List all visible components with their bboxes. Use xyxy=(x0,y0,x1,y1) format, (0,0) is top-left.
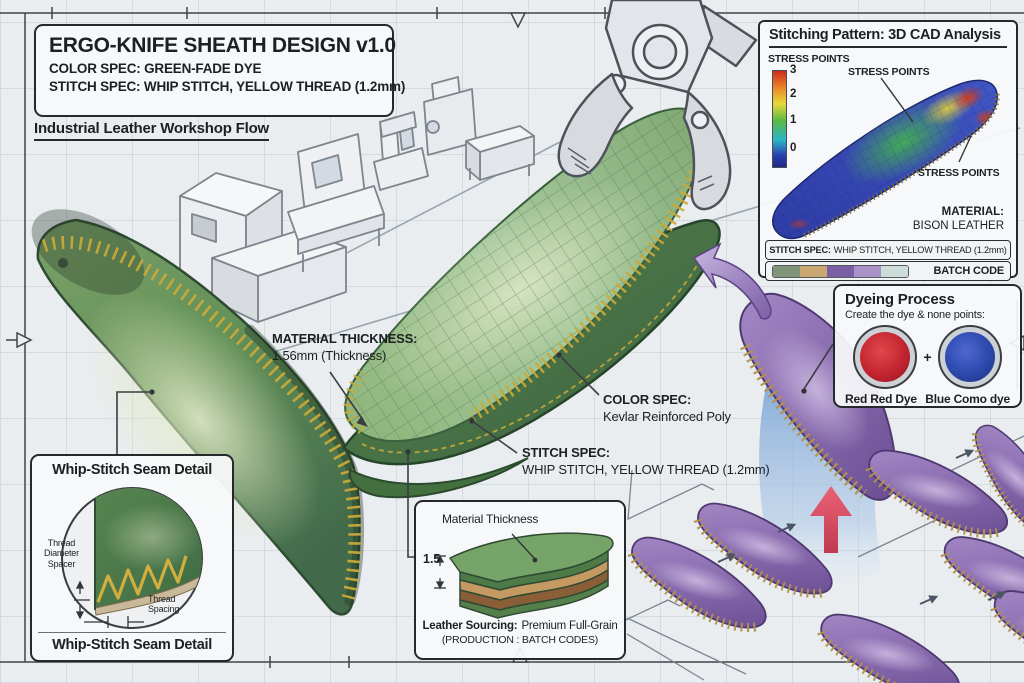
layer-stack-illustration xyxy=(434,532,614,619)
scale-tick-2: 2 xyxy=(790,88,797,100)
workshop-flow-label: Industrial Leather Workshop Flow xyxy=(34,120,269,141)
stitch-spec-strip-label: STITCH SPEC: xyxy=(769,245,831,255)
color-spec-annotation: COLOR SPEC: Kevlar Reinforced Poly xyxy=(603,392,731,424)
robotic-gripper xyxy=(557,0,758,211)
red-dye-cup xyxy=(853,325,918,389)
scale-tick-0: 0 xyxy=(790,142,797,154)
dyeing-title: Dyeing Process xyxy=(845,291,955,308)
material-thickness-caption: Material Thickness xyxy=(442,512,539,526)
batch-swatch-5 xyxy=(881,265,908,277)
material-label: MATERIAL: xyxy=(941,206,1004,218)
red-dye-liquid xyxy=(860,332,911,382)
stress-legend-title: STRESS POINTS xyxy=(768,53,850,65)
blue-dye-liquid xyxy=(944,332,995,382)
seam-detail-panel: Whip-Stitch Seam Detail xyxy=(30,454,234,662)
batch-code-label: BATCH CODE xyxy=(933,265,1004,277)
batch-swatch-row xyxy=(772,264,909,278)
red-up-arrow xyxy=(810,486,852,553)
sourcing-sub: (PRODUCTION : BATCH CODES) xyxy=(441,634,599,647)
leader-lines xyxy=(116,343,834,558)
blue-dye-cup xyxy=(937,325,1002,389)
dye-flow xyxy=(692,242,897,582)
thickness-dimension: 1.5 xyxy=(423,552,441,566)
thread-spacing-label: Thread Spacing xyxy=(148,594,180,615)
material-thickness-annotation: MATERIAL THICKNESS: 1.56mm (Thickness) xyxy=(272,331,418,363)
stitch-spec-annotation: STITCH SPEC: WHIP STITCH, YELLOW THREAD … xyxy=(522,445,770,477)
stress-points-annotation-lower: STRESS POINTS xyxy=(918,167,1000,179)
title-stitch-spec: STITCH SPEC: WHIP STITCH, YELLOW THREAD … xyxy=(49,79,406,94)
page-title: ERGO-KNIFE SHEATH DESIGN v1.0 xyxy=(49,34,396,57)
plus-sign: + xyxy=(923,349,932,365)
green-sheath-left xyxy=(31,209,365,616)
stress-points-annotation-upper: STRESS POINTS xyxy=(848,66,930,78)
workshop-machines xyxy=(179,76,535,323)
main-sheath xyxy=(342,107,721,499)
scale-tick-1: 1 xyxy=(790,114,797,126)
title-color-spec: COLOR SPEC: GREEN-FADE DYE xyxy=(49,61,262,76)
sourcing-label: Leather Sourcing: xyxy=(422,620,518,633)
leather-sourcing: Leather Sourcing:Premium Full-Grain (PRO… xyxy=(420,619,620,648)
dyeing-process-panel: Dyeing Process Create the dye & none poi… xyxy=(833,284,1022,408)
stress-scale-bar xyxy=(772,70,787,168)
material-value: BISON LEATHER xyxy=(912,220,1004,233)
red-dye-label: Red Red Dye xyxy=(845,392,917,406)
blue-dye-label: Blue Como dye xyxy=(925,392,1010,406)
batch-swatch-3 xyxy=(827,265,854,277)
seam-detail-illustration xyxy=(61,487,203,629)
purple-curved-arrow xyxy=(692,242,772,320)
cad-analysis-panel: Stitching Pattern: 3D CAD Analysis STRES… xyxy=(758,20,1018,281)
title-block: ERGO-KNIFE SHEATH DESIGN v1.0 COLOR SPEC… xyxy=(34,24,406,117)
batch-swatch-2 xyxy=(800,265,827,277)
batch-swatch-1 xyxy=(773,265,800,277)
stitch-spec-strip: STITCH SPEC: WHIP STITCH, YELLOW THREAD … xyxy=(765,240,1011,260)
stitch-spec-strip-value: WHIP STITCH, YELLOW THREAD (1.2mm) xyxy=(833,245,1007,255)
scale-tick-3: 3 xyxy=(790,64,797,76)
thread-diameter-label: Thread Diameter Spacer xyxy=(44,538,79,569)
stress-heatmap xyxy=(763,56,1015,242)
seam-detail-title-bottom: Whip-Stitch Seam Detail xyxy=(38,632,226,653)
dye-labels: Red Red Dye Blue Como dye xyxy=(845,392,1010,406)
batch-swatch-4 xyxy=(854,265,881,277)
seam-detail-title-top: Whip-Stitch Seam Detail xyxy=(52,462,212,478)
sourcing-value: Premium Full-Grain xyxy=(521,620,618,633)
batch-code-strip: BATCH CODE xyxy=(765,261,1011,281)
material-callout: MATERIAL: BISON LEATHER xyxy=(913,205,1004,234)
dyeing-subtitle: Create the dye & none points: xyxy=(845,309,985,321)
sheath-array xyxy=(595,419,1024,683)
dye-cups: + xyxy=(845,325,1010,389)
cad-panel-title: Stitching Pattern: 3D CAD Analysis xyxy=(769,27,1007,48)
material-thickness-panel: Material Thickness 1.5 Leather Sourcing:… xyxy=(414,500,626,660)
